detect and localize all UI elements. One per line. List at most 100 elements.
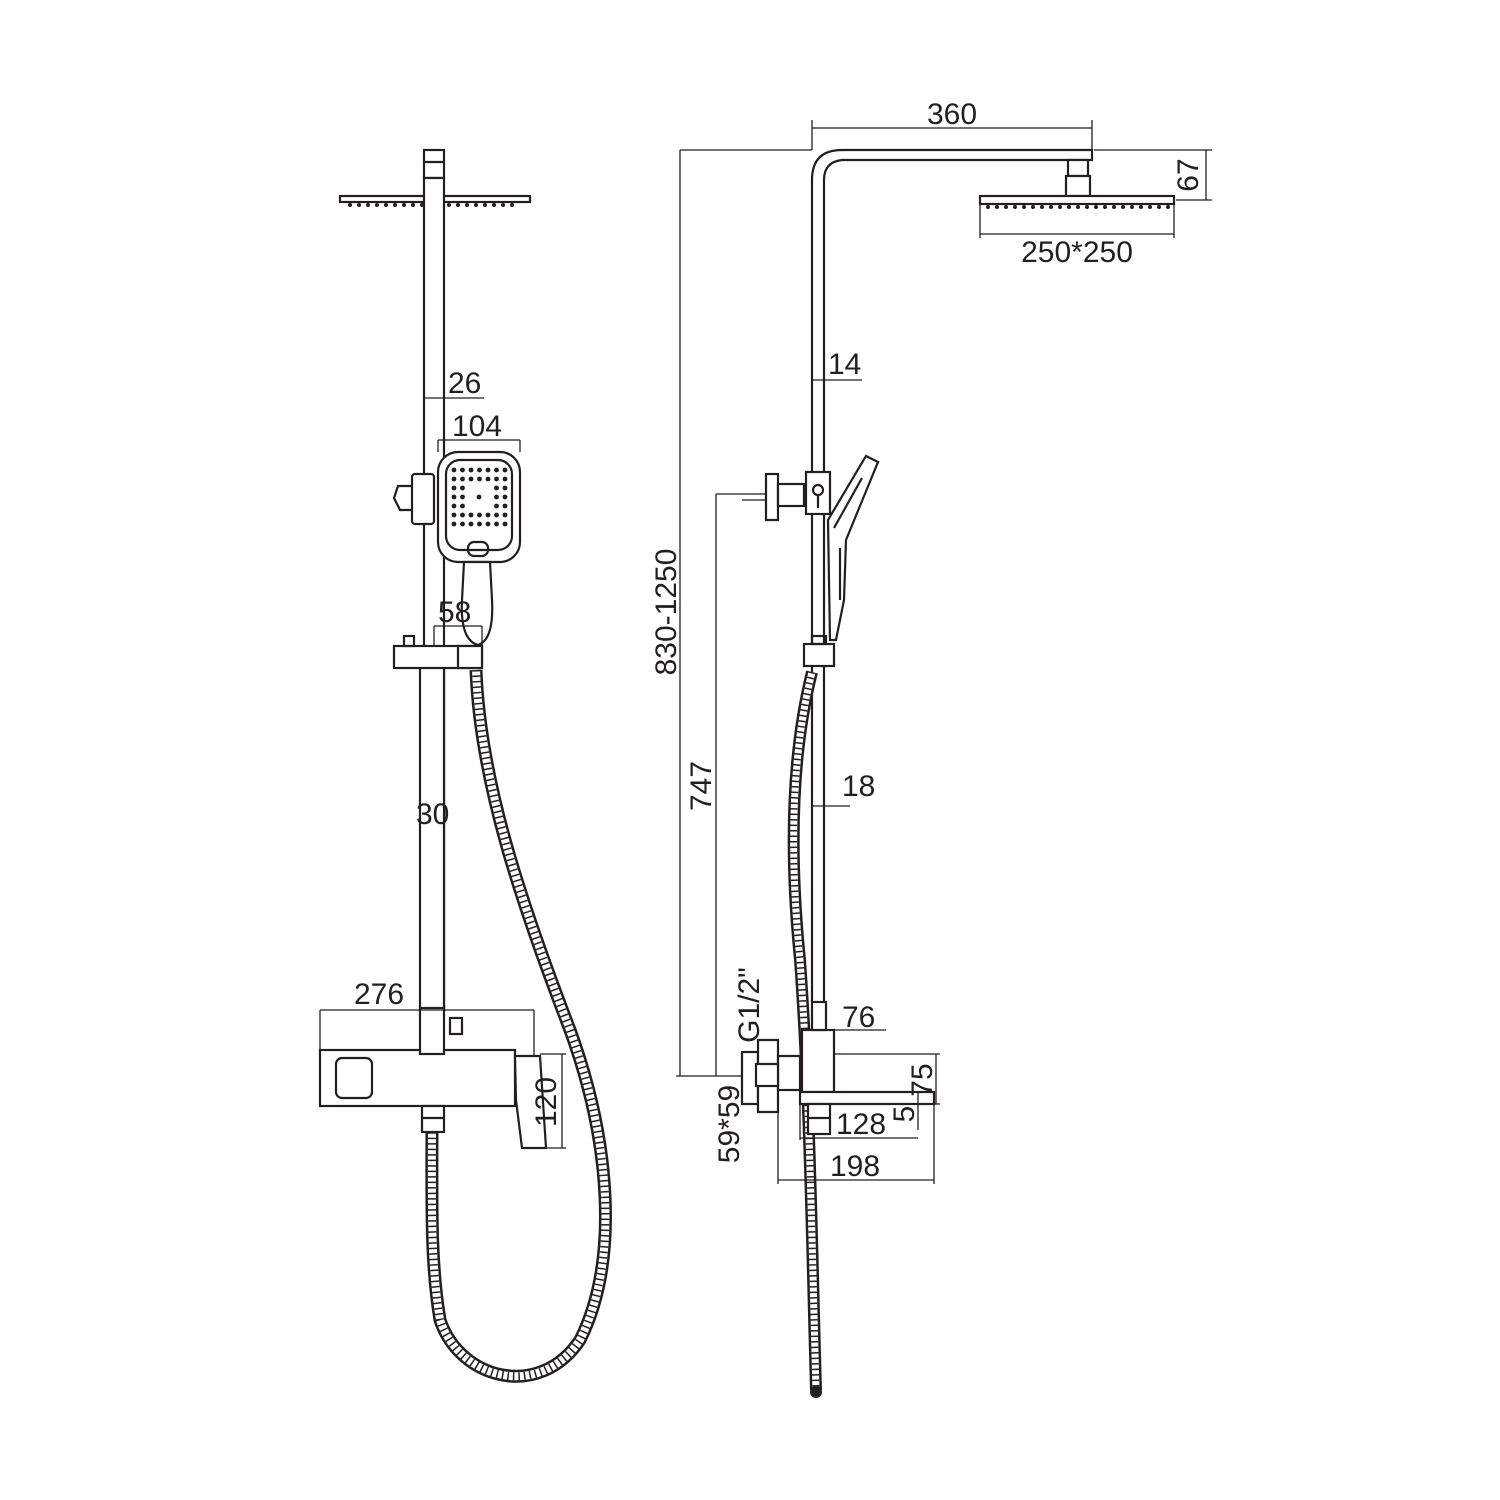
nozzle-dot bbox=[468, 521, 474, 527]
nozzle-dot bbox=[502, 467, 508, 473]
nozzle-dot bbox=[502, 521, 508, 527]
nozzle-dot bbox=[1058, 205, 1062, 209]
nozzle-dot bbox=[1094, 205, 1098, 209]
nozzle-dot bbox=[485, 521, 491, 527]
nozzle-dot bbox=[1076, 205, 1080, 209]
nozzle-dot bbox=[485, 476, 491, 482]
nozzle-dot bbox=[366, 203, 370, 207]
dim-inlet-thread: G1/2" bbox=[733, 967, 766, 1043]
nozzle-dot bbox=[494, 494, 499, 500]
side-hand-shower bbox=[826, 454, 880, 642]
nozzle-dot bbox=[468, 512, 474, 518]
nozzle-dot bbox=[510, 203, 514, 207]
dim-total-height: 830-1250 bbox=[650, 549, 683, 676]
nozzle-dot bbox=[384, 203, 388, 207]
dim-riser-lower: 30 bbox=[416, 798, 449, 831]
nozzle-dot bbox=[451, 503, 457, 509]
nozzle-dot bbox=[477, 512, 482, 518]
nozzle-dot bbox=[1157, 205, 1161, 209]
dim-riser-top: 26 bbox=[448, 367, 481, 400]
nozzle-dot bbox=[1139, 205, 1143, 209]
nozzle-dot bbox=[1148, 205, 1152, 209]
nozzle-dot bbox=[502, 485, 508, 491]
dim-hand-shower-width: 104 bbox=[452, 410, 502, 443]
dim-mixer-depth: 76 bbox=[842, 1001, 875, 1034]
side-rain-shower-head bbox=[978, 194, 1176, 206]
nozzle-dot bbox=[502, 512, 508, 518]
dim-bracket-height: 747 bbox=[685, 761, 718, 811]
nozzle-dot bbox=[451, 476, 457, 482]
side-shower-hose bbox=[787, 670, 822, 1398]
dim-overall-depth: 198 bbox=[830, 1150, 880, 1183]
nozzle-dot bbox=[494, 503, 499, 509]
nozzle-dot bbox=[494, 521, 499, 527]
side-head-connector bbox=[1066, 158, 1090, 178]
nozzle-dot bbox=[485, 512, 491, 518]
front-riser-lower bbox=[418, 658, 446, 1012]
side-view bbox=[676, 120, 1212, 1398]
nozzle-dot bbox=[494, 485, 499, 491]
side-slide-holder bbox=[802, 642, 836, 668]
nozzle-dot bbox=[483, 203, 487, 207]
nozzle-dot bbox=[986, 205, 990, 209]
dim-upper-tube: 14 bbox=[828, 348, 861, 381]
dim-head-size: 250*250 bbox=[1021, 236, 1133, 269]
nozzle-dot bbox=[456, 203, 460, 207]
dim-head-drop: 67 bbox=[1172, 158, 1205, 191]
nozzle-dot bbox=[451, 512, 457, 518]
nozzle-dot bbox=[468, 476, 474, 482]
side-wall-bracket bbox=[716, 470, 832, 522]
nozzle-dot bbox=[494, 512, 499, 518]
front-view bbox=[318, 148, 612, 1383]
nozzle-dot bbox=[494, 476, 499, 482]
dim-spout-thickness: 5 bbox=[888, 1106, 921, 1123]
nozzle-dot bbox=[460, 467, 465, 473]
nozzle-dot bbox=[494, 467, 499, 473]
nozzle-dot bbox=[411, 203, 415, 207]
nozzle-dot bbox=[468, 467, 474, 473]
front-wall-bracket bbox=[392, 472, 436, 526]
nozzle-dot bbox=[1103, 205, 1107, 209]
nozzle-dot bbox=[477, 476, 482, 482]
nozzle-dot bbox=[502, 494, 508, 500]
nozzle-dot bbox=[485, 467, 491, 473]
front-mixer-body bbox=[318, 1006, 548, 1150]
nozzle-dot bbox=[1067, 205, 1071, 209]
nozzle-dot bbox=[460, 494, 465, 500]
nozzle-dot bbox=[502, 503, 508, 509]
nozzle-dot bbox=[451, 494, 457, 500]
nozzle-dot bbox=[474, 203, 478, 207]
nozzle-dot bbox=[1022, 205, 1026, 209]
front-dimensions bbox=[319, 397, 566, 1149]
front-hand-shower bbox=[436, 450, 522, 647]
nozzle-dot bbox=[451, 467, 457, 473]
nozzle-dot bbox=[477, 467, 482, 473]
nozzle-dot bbox=[502, 476, 508, 482]
front-ceiling-connector bbox=[422, 148, 446, 180]
nozzle-dot bbox=[348, 203, 352, 207]
nozzle-dot bbox=[1112, 205, 1116, 209]
nozzle-dot bbox=[402, 203, 406, 207]
side-dimensions bbox=[676, 120, 1212, 1184]
nozzle-dot bbox=[492, 203, 496, 207]
nozzle-dot bbox=[375, 203, 379, 207]
nozzle-dot bbox=[460, 503, 465, 509]
side-mixer-body bbox=[740, 1000, 936, 1136]
dim-spout-projection: 128 bbox=[836, 1108, 886, 1141]
dimension-labels: 26 104 58 30 276 120 360 67 250*250 14 8… bbox=[354, 98, 1205, 1183]
nozzle-dot bbox=[357, 203, 361, 207]
dim-mixer-body-height: 75 bbox=[906, 1063, 939, 1096]
nozzle-dot bbox=[451, 521, 457, 527]
nozzle-dot bbox=[460, 521, 465, 527]
nozzle-dot bbox=[1013, 205, 1017, 209]
nozzle-dot bbox=[501, 203, 505, 207]
nozzle-dot bbox=[1049, 205, 1053, 209]
nozzle-dot bbox=[477, 521, 482, 527]
nozzle-dot bbox=[1085, 205, 1089, 209]
front-shower-hose bbox=[425, 669, 612, 1383]
nozzle-dot bbox=[995, 205, 999, 209]
nozzle-dot bbox=[476, 494, 482, 500]
front-slide-holder bbox=[392, 634, 484, 670]
nozzle-dot bbox=[1031, 205, 1035, 209]
